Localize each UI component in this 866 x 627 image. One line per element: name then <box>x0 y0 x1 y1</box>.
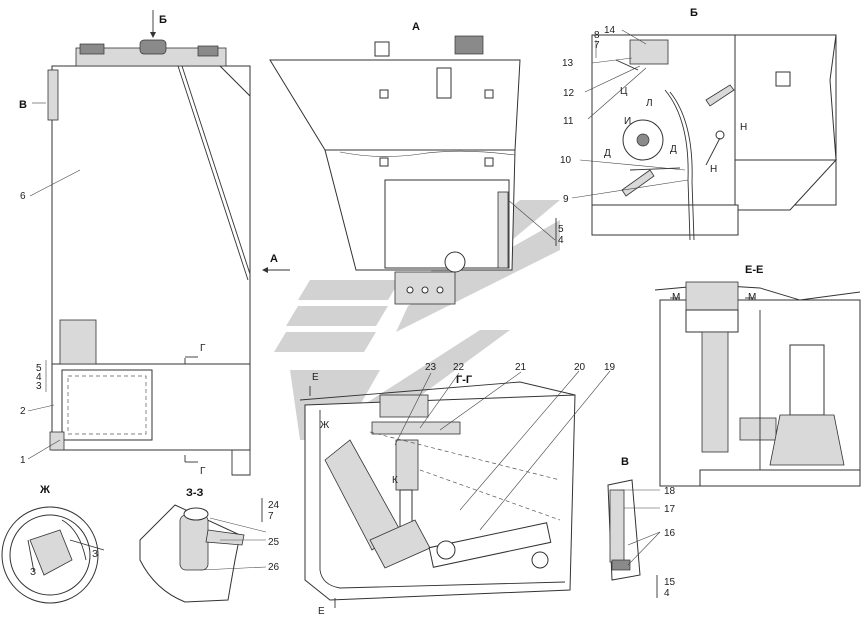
part-label-21: 21 <box>515 362 527 373</box>
part-label-26: 26 <box>268 562 280 573</box>
part-label-11: 11 <box>563 116 574 127</box>
view-b <box>571 29 838 241</box>
marker-m-left: М <box>672 292 680 303</box>
view-v <box>607 479 661 598</box>
marker-l: Л <box>646 98 653 109</box>
part-label-9: 9 <box>563 194 569 205</box>
part-label-22: 22 <box>453 362 465 373</box>
marker-n-top: Н <box>740 122 747 133</box>
view-zh <box>1 506 105 604</box>
title-section-z-z: З-З <box>186 487 204 499</box>
marker-m-right: М <box>748 292 756 303</box>
marker-k: К <box>392 475 398 486</box>
marker-zh: Ж <box>320 420 330 431</box>
section-e-e <box>654 281 861 487</box>
part-label-6: 6 <box>20 191 26 202</box>
part-label-19: 19 <box>604 362 616 373</box>
marker-d-left: Д <box>604 148 611 159</box>
part-label-16: 16 <box>664 528 676 539</box>
part-label-7: 7 <box>594 40 600 51</box>
part-label-8: 8 <box>594 30 600 41</box>
part-label-14: 14 <box>604 25 616 36</box>
title-view-v: В <box>621 456 629 468</box>
marker-e-bottom: Е <box>318 606 325 617</box>
part-label-23: 23 <box>425 362 437 373</box>
part-label-25: 25 <box>268 537 280 548</box>
part-label-4c: 4 <box>558 235 564 246</box>
section-g-g <box>299 370 611 608</box>
marker-b: Б <box>159 14 167 26</box>
marker-i: И <box>624 116 631 127</box>
part-label-1: 1 <box>20 455 26 466</box>
section-z-z <box>139 498 267 603</box>
marker-d-right: Д <box>670 144 677 155</box>
part-label-20: 20 <box>574 362 586 373</box>
view-a <box>269 35 557 305</box>
title-view-zh: Ж <box>39 484 50 496</box>
marker-v: В <box>19 99 27 111</box>
part-label-3: 3 <box>36 381 42 392</box>
title-section-e-e: Е-Е <box>745 264 763 276</box>
marker-g-bottom: Г <box>200 466 206 477</box>
title-view-b: Б <box>690 7 698 19</box>
part-label-10: 10 <box>560 155 572 166</box>
part-label-12: 12 <box>563 88 575 99</box>
part-label-17: 17 <box>664 504 676 515</box>
marker-ts: Ц <box>620 86 628 97</box>
part-label-7b: 7 <box>268 511 274 522</box>
part-label-5b: 5 <box>558 224 564 235</box>
part-label-15: 15 <box>664 577 676 588</box>
part-label-13: 13 <box>562 58 574 69</box>
title-section-g-g: Г-Г <box>456 374 473 386</box>
marker-z-right: З <box>92 549 98 560</box>
title-view-a: А <box>412 21 420 33</box>
part-label-5: 5 <box>36 363 42 374</box>
part-label-4: 4 <box>36 372 42 383</box>
marker-n-bottom: Н <box>710 164 717 175</box>
marker-z-left: З <box>30 567 36 578</box>
part-label-2: 2 <box>20 406 26 417</box>
part-label-18: 18 <box>664 486 676 497</box>
part-label-24: 24 <box>268 500 280 511</box>
part-label-4b: 4 <box>664 588 670 599</box>
marker-g-top: Г <box>200 343 206 354</box>
left-side-view <box>27 10 290 476</box>
marker-e-top: Е <box>312 372 319 383</box>
marker-a: А <box>270 253 278 265</box>
